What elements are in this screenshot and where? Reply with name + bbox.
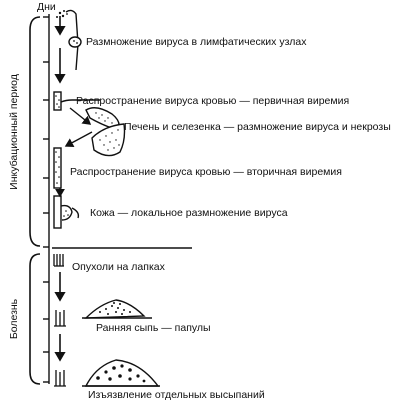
stage-label-ulceration: Изъязвление отдельных высыпаний bbox=[88, 389, 265, 401]
phase-label-incubation: Инкубационный период bbox=[8, 74, 20, 190]
stage-label-lymph-nodes: Размножение вируса в лимфатических узлах bbox=[86, 36, 307, 48]
ulceration-lesion bbox=[54, 359, 160, 387]
stage-label-secondary-viremia: Распространение вируса кровью — вторична… bbox=[70, 166, 342, 178]
liver-spleen bbox=[85, 107, 126, 157]
incubation-bracket bbox=[29, 16, 41, 247]
stage-label-primary-viremia: Распространение вируса кровью — первична… bbox=[76, 95, 350, 107]
axis-title-days: Дни bbox=[37, 1, 56, 13]
day-axis bbox=[43, 14, 50, 384]
stage-label-papules: Ранняя сыпь — папулы bbox=[96, 322, 211, 334]
primary-viremia-vessel bbox=[53, 91, 100, 111]
papule-lesion bbox=[54, 299, 152, 327]
disease-bracket bbox=[29, 253, 41, 385]
phase-label-disease: Болезнь bbox=[8, 298, 20, 340]
liver-spleen-stipple bbox=[95, 112, 120, 151]
secondary-viremia-vessel bbox=[53, 147, 62, 189]
stage-label-liver-spleen: Печень и селезенка — размножение вируса … bbox=[124, 121, 391, 133]
stage-label-foot-swelling: Опухоли на лапках bbox=[72, 261, 165, 273]
entry-point bbox=[56, 10, 68, 18]
skin-replication bbox=[53, 195, 80, 229]
lymph-node bbox=[68, 36, 82, 48]
foot-swelling bbox=[53, 254, 64, 267]
stage-label-skin: Кожа — локальное размножение вируса bbox=[90, 207, 288, 219]
